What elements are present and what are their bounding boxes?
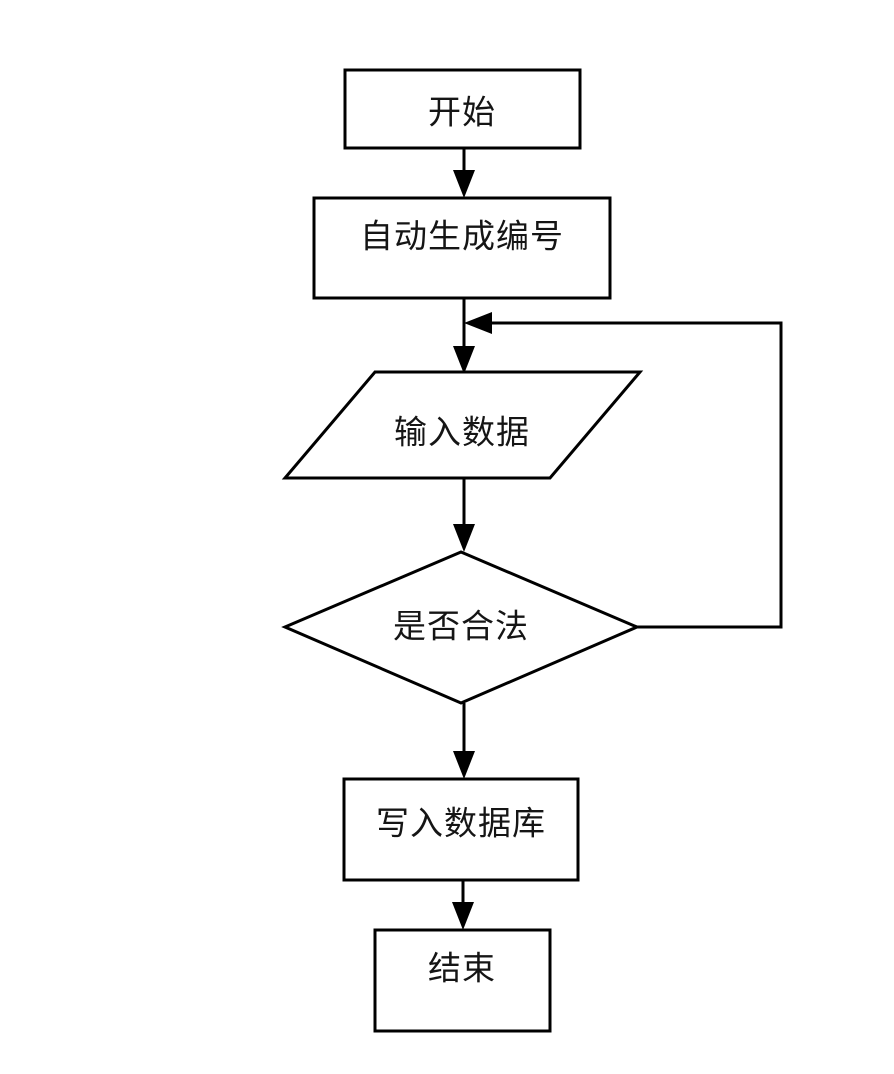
arrow-head-down-icon xyxy=(453,346,475,374)
node-input-data[interactable] xyxy=(281,370,644,480)
connector-write-to-end xyxy=(452,880,474,930)
node-is-valid-label: 是否合法 xyxy=(393,606,529,646)
connector-start-to-auto xyxy=(453,148,475,198)
node-write-to-database[interactable] xyxy=(342,777,580,882)
node-input-data-label: 输入数据 xyxy=(394,412,530,452)
node-write-to-database-label: 写入数据库 xyxy=(376,803,546,843)
connector-input-to-decision xyxy=(453,478,475,552)
connector-decision-loop-back xyxy=(464,312,783,629)
node-start-label: 开始 xyxy=(428,92,496,132)
node-auto-generate-number-label: 自动生成编号 xyxy=(360,216,564,256)
arrow-head-left-icon xyxy=(464,312,492,334)
node-end-label: 结束 xyxy=(428,948,496,988)
node-end[interactable] xyxy=(373,928,552,1033)
arrow-head-down-icon xyxy=(453,524,475,552)
arrow-head-down-icon xyxy=(453,170,475,198)
arrow-head-down-icon xyxy=(452,902,474,930)
connector-decision-to-write xyxy=(453,703,475,779)
connector-auto-to-input xyxy=(453,298,475,374)
node-is-valid[interactable] xyxy=(281,550,641,705)
arrow-head-down-icon xyxy=(453,751,475,779)
node-auto-generate-number[interactable] xyxy=(312,196,612,300)
node-start[interactable] xyxy=(343,68,582,150)
